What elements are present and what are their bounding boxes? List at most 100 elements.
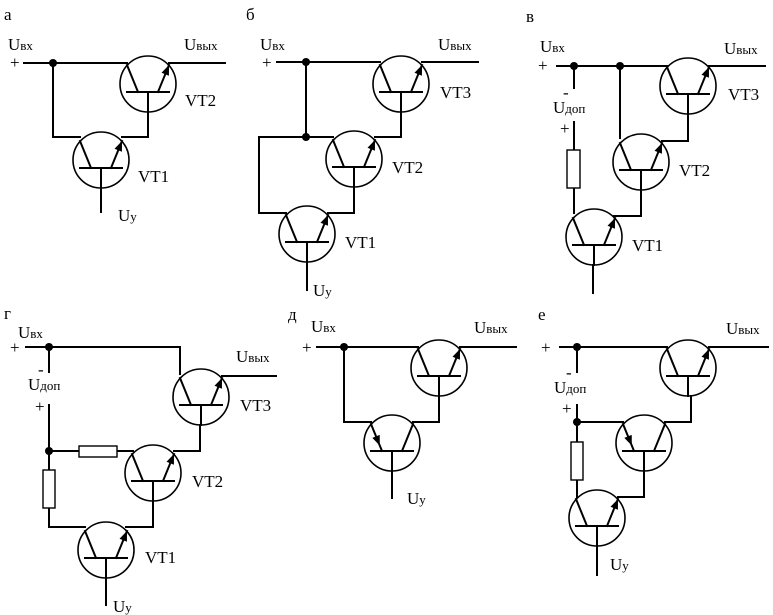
output-voltage-label: Uвых bbox=[726, 319, 760, 338]
wire-vt1-emitter-to-pnp-base bbox=[617, 470, 645, 498]
wire-collector-bus bbox=[305, 61, 334, 138]
emitter-arrow-icon bbox=[372, 434, 380, 446]
junction-dot bbox=[302, 133, 310, 141]
extra-supply-label: Uдоп bbox=[554, 378, 586, 397]
emitter-arrow-icon bbox=[414, 65, 422, 76]
input-plus-sign: + bbox=[10, 338, 20, 357]
transistor-label: VT2 bbox=[185, 91, 216, 110]
control-voltage-label: Uу bbox=[407, 489, 426, 508]
collector-lead bbox=[665, 65, 680, 96]
input-plus-sign: + bbox=[262, 53, 272, 72]
wire-vt2-emitter-to-vt3-base bbox=[374, 111, 402, 138]
wire-vt1-emitter-to-vt2-base bbox=[121, 111, 149, 138]
wire-pnp-collector-to-npn-base bbox=[412, 395, 440, 423]
emitter-arrow-icon bbox=[114, 141, 122, 152]
emitter-arrow-icon bbox=[320, 215, 328, 226]
collector-lead bbox=[331, 138, 346, 169]
collector-lead bbox=[78, 139, 93, 170]
supply-plus-sign: + bbox=[35, 397, 45, 416]
control-voltage-label: Uу bbox=[313, 281, 332, 300]
resistor bbox=[570, 441, 584, 481]
transistor-vt1 bbox=[77, 521, 135, 579]
collector-lead bbox=[130, 452, 145, 483]
junction-dot bbox=[340, 343, 348, 351]
transistor-vt2 bbox=[119, 55, 177, 113]
emitter-arrow-icon bbox=[701, 349, 709, 360]
junction-dot bbox=[45, 343, 53, 351]
collector-lead bbox=[178, 376, 193, 407]
panel-label: в bbox=[526, 7, 534, 26]
supply-minus-sign: - bbox=[38, 360, 44, 379]
transistor-vt2 bbox=[124, 444, 182, 502]
input-plus-sign: + bbox=[538, 56, 548, 75]
output-voltage-label: Uвых bbox=[236, 347, 270, 366]
collector-lead bbox=[571, 216, 586, 247]
supply-minus-sign: - bbox=[566, 363, 572, 382]
collector-lead bbox=[125, 63, 140, 94]
input-voltage-label: Uвх bbox=[540, 37, 565, 56]
transistor-vt2 bbox=[325, 130, 383, 188]
collector-lead bbox=[416, 347, 431, 378]
junction-dot bbox=[570, 62, 578, 70]
panel-label: д bbox=[288, 305, 297, 324]
emitter-arrow-icon bbox=[701, 67, 709, 78]
emitter-arrow-icon bbox=[610, 499, 618, 510]
transistor-label: VT1 bbox=[632, 236, 663, 255]
wire-resistor-v-bottom bbox=[48, 507, 86, 528]
emitter-arrow-icon bbox=[214, 378, 222, 389]
collector-lead bbox=[378, 63, 393, 94]
output-voltage-label: Uвых bbox=[438, 35, 472, 54]
transistor-vt3 bbox=[659, 57, 717, 115]
input-voltage-label: Uвх bbox=[260, 35, 285, 54]
wire-loop-left bbox=[258, 136, 307, 214]
transistor-vt1 bbox=[565, 208, 623, 266]
extra-supply-label: Uдоп bbox=[553, 98, 585, 117]
output-voltage-label: Uвых bbox=[474, 318, 508, 337]
wire-input-bus bbox=[25, 346, 181, 375]
input-voltage-label: Uвх bbox=[311, 317, 336, 336]
junction-dot bbox=[616, 62, 624, 70]
collector-lead bbox=[284, 213, 299, 244]
resistor-vertical bbox=[42, 469, 56, 509]
transistor-vt3 bbox=[172, 368, 230, 426]
junction-dot bbox=[45, 447, 53, 455]
wire-emitter-pnp bbox=[343, 346, 372, 423]
input-plus-sign: + bbox=[541, 338, 551, 357]
extra-supply-label: Uдоп bbox=[28, 375, 60, 394]
emitter-arrow-icon bbox=[166, 454, 174, 465]
panel-label: б bbox=[246, 5, 255, 24]
transistor-label: VT1 bbox=[145, 548, 176, 567]
collector-lead bbox=[618, 141, 633, 172]
wire-pnp-collector-to-vt3-base bbox=[664, 395, 692, 423]
output-voltage-label: Uвых bbox=[724, 39, 758, 58]
transistor-vt1 bbox=[72, 131, 130, 189]
junction-dot bbox=[302, 58, 310, 66]
input-plus-sign: + bbox=[10, 53, 20, 72]
junction-dot bbox=[573, 418, 581, 426]
transistor-label: VT3 bbox=[240, 396, 271, 415]
panel-b: б Uвх + Uвых Uу VT3 VT2 VT1 bbox=[246, 5, 479, 300]
transistor-vt2 bbox=[612, 133, 670, 191]
transistor-label: VT2 bbox=[392, 158, 423, 177]
wire-vt1-emitter-to-vt2-base bbox=[327, 186, 355, 214]
panel-a: а Uвх + Uвых Uу VT2 VT1 bbox=[4, 5, 226, 225]
control-voltage-label: Uу bbox=[113, 597, 132, 615]
emitter-arrow-icon bbox=[607, 218, 615, 229]
collector-lead bbox=[574, 497, 589, 528]
transistor-vt3 bbox=[372, 55, 430, 113]
transistor-npn-output bbox=[410, 339, 468, 397]
emitter-arrow-icon bbox=[624, 434, 632, 446]
supply-plus-sign: + bbox=[560, 119, 570, 138]
transistor-label: VT3 bbox=[440, 83, 471, 102]
panel-label: г bbox=[4, 304, 11, 323]
transistor-label: VT2 bbox=[192, 472, 223, 491]
resistor-horizontal bbox=[78, 445, 118, 458]
output-voltage-label: Uвых bbox=[184, 35, 218, 54]
transistor-label: VT1 bbox=[138, 167, 169, 186]
emitter-arrow-icon bbox=[654, 143, 662, 154]
panel-label: е bbox=[538, 305, 546, 324]
supply-plus-sign: + bbox=[562, 399, 572, 418]
collector-lead bbox=[665, 347, 680, 378]
collector-lead bbox=[400, 422, 415, 453]
